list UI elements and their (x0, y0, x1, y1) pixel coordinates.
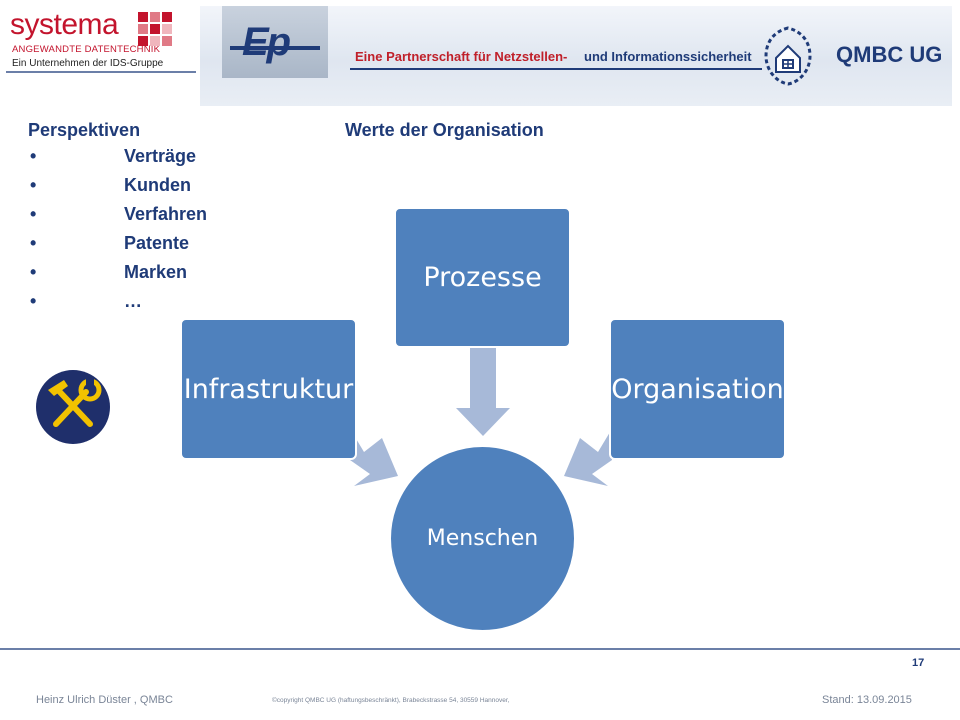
tagline-part1: Eine Partnerschaft für Netzstellen- (355, 49, 568, 64)
systema-logo-text: systema (10, 8, 119, 41)
ep-logo: Ep (222, 6, 328, 78)
systema-logo: systema ANGEWANDTE DATENTECHNIK (6, 6, 196, 72)
footer-author: Heinz Ulrich Düster , QMBC (36, 694, 173, 706)
systema-logo-subtitle: ANGEWANDTE DATENTECHNIK (12, 44, 161, 55)
list-item-label: … (124, 291, 142, 311)
bullet: • (30, 291, 37, 311)
ids-caption: Ein Unternehmen der IDS-Gruppe (12, 58, 164, 69)
qmbc-logo-text: QMBC UG (836, 42, 943, 67)
footer-date: Stand: 13.09.2015 (822, 694, 912, 706)
bullet: • (30, 175, 37, 195)
arrow-top (456, 348, 510, 436)
footer-divider (0, 648, 960, 650)
list-item-label: Marken (124, 262, 188, 282)
list-item-label: Kunden (124, 175, 191, 195)
ep-logo-text: Ep (242, 20, 291, 64)
bullet: • (30, 262, 37, 282)
node-prozesse: Prozesse (394, 207, 571, 348)
bullet: • (30, 233, 37, 253)
systema-grid-icon (138, 12, 176, 50)
bullet: • (30, 146, 37, 166)
node-organisation: Organisation (609, 318, 786, 460)
node-menschen: Menschen (389, 445, 576, 632)
header-banner: systema ANGEWANDTE DATENTECHNIK Ein Unte… (0, 0, 960, 108)
hammer-wrench-icon (36, 370, 110, 444)
list-item-label: Verträge (124, 146, 197, 166)
list-item-label: Patente (124, 233, 190, 253)
node-infrastruktur: Infrastruktur (180, 318, 357, 460)
house-shield-icon (764, 26, 812, 86)
list-item-label: Verfahren (124, 204, 208, 224)
bullet: • (30, 204, 37, 224)
tagline-part2: und Informationssicherheit (584, 49, 752, 64)
ep-logo-bar (230, 46, 320, 50)
diagram-title: Werte der Organisation (345, 120, 544, 140)
page-number: 17 (912, 657, 925, 669)
arrow-right (564, 432, 612, 486)
perspectives-title: Perspektiven (28, 120, 141, 140)
footer-copyright: ©copyright QMBC UG (haftungsbeschränkt),… (272, 697, 510, 704)
arrow-left (350, 432, 398, 486)
tagline-underline (350, 68, 762, 70)
header-divider (6, 71, 196, 73)
